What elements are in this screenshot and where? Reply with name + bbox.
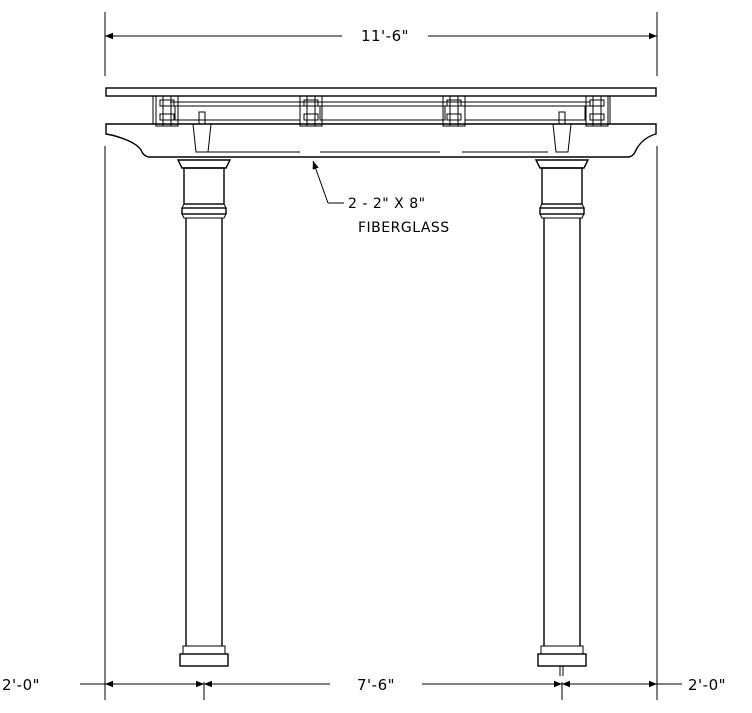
post-spacing-label: 7'-6" [357,676,395,694]
beam-zone [152,96,611,124]
callout-line-2: FIBERGLASS [358,220,450,236]
left-overhang-label: 2'-0" [2,676,40,694]
overall-width-label: 11'-6" [361,27,409,45]
callout-line-1: 2 - 2" X 8" [348,196,426,212]
right-column [534,159,590,676]
top-rafter [105,87,657,97]
header-beam [105,111,657,158]
bracket-4 [585,95,609,127]
bracket-3 [442,95,466,127]
left-column [176,159,232,667]
bracket-1 [155,95,179,127]
bottom-dimension-chain: 2'-0" 7'-6" 2'-0" [2,146,726,700]
overall-width-dimension: 11'-6" [104,12,658,76]
beam-callout: 2 - 2" X 8" FIBERGLASS [312,160,450,236]
right-overhang-label: 2'-0" [688,676,726,694]
top-rafter-board [105,87,657,97]
bracket-2 [299,95,323,127]
